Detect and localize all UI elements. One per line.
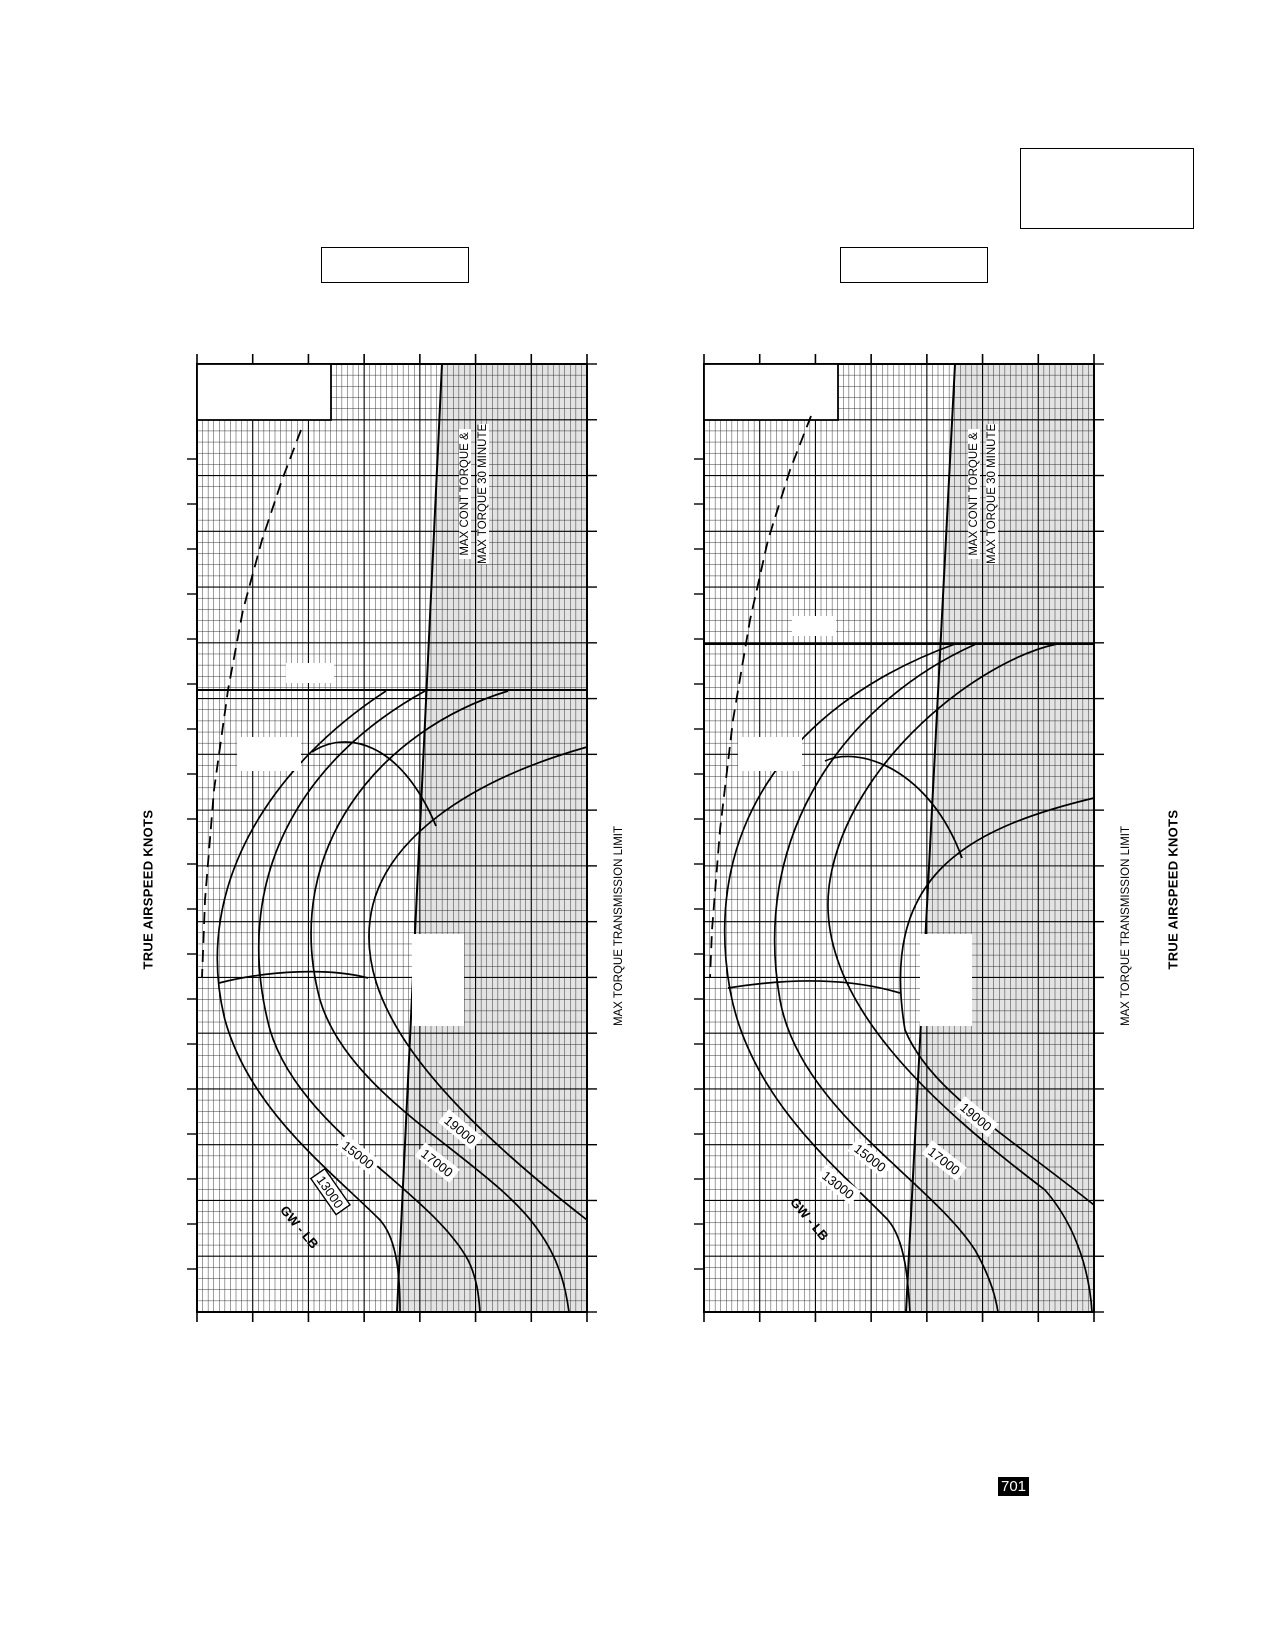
minor-grid — [704, 364, 1094, 1312]
axis-title-right: TRUE AIRSPEED KNOTS — [1165, 809, 1181, 970]
transmission-limit-line — [396, 363, 443, 1313]
transmission-limit-label-left: MAX TORQUE TRANSMISSION LIMIT — [613, 825, 625, 1026]
envelope-line-lower — [727, 980, 901, 994]
chart-frame — [196, 363, 588, 1313]
shaded-region — [397, 364, 587, 1312]
series-label-bg — [438, 1108, 483, 1151]
series-line-19000 — [368, 746, 588, 1221]
blank-area — [920, 934, 972, 1026]
series-label-bg — [309, 1167, 351, 1216]
series-line-15000 — [773, 643, 999, 1313]
series-line-13000 — [216, 690, 401, 1313]
thirty-minute-label-right: MAX TORQUE 30 MINUTE — [986, 423, 998, 564]
series-label-bg — [414, 1142, 460, 1183]
transmission-limit-line — [905, 363, 956, 1313]
series-line-17000 — [310, 690, 570, 1313]
corner-box — [703, 363, 839, 421]
max-cont-label-left: MAX CONT TORQUE & — [459, 429, 471, 559]
header-box-top-right — [1020, 148, 1194, 229]
header-box-right-chart — [840, 247, 988, 283]
blank-area — [286, 663, 334, 683]
blank-area — [792, 616, 836, 636]
header-box-left-chart — [321, 247, 469, 283]
axis-title-left: TRUE AIRSPEED KNOTS — [140, 809, 156, 970]
page-number: 701 — [998, 1477, 1030, 1496]
corner-box — [196, 363, 332, 421]
series-label-bg — [847, 1137, 893, 1178]
series-line-19000 — [899, 797, 1095, 1206]
transmission-limit-label-right: MAX TORQUE TRANSMISSION LIMIT — [1120, 825, 1132, 1026]
series-label-bg — [954, 1095, 999, 1138]
chart-frame — [703, 363, 1095, 1313]
series-label-bg — [921, 1140, 967, 1181]
blank-area — [412, 934, 464, 1026]
blank-area — [738, 737, 802, 771]
dashed-limit-line — [201, 429, 302, 979]
series-line-17000 — [827, 643, 1093, 1313]
blank-area — [237, 737, 301, 771]
series-line-15000 — [257, 690, 481, 1313]
series-label-bg — [815, 1164, 861, 1205]
minor-grid — [197, 364, 587, 1312]
envelope-line-env — [311, 741, 437, 827]
thirty-minute-label-left: MAX TORQUE 30 MINUTE — [477, 423, 489, 564]
envelope-line-lower — [218, 970, 369, 984]
max-cont-label-right: MAX CONT TORQUE & — [968, 429, 980, 559]
series-label-bg — [335, 1134, 381, 1175]
shaded-region — [906, 364, 1094, 1312]
series-line-13000 — [723, 643, 956, 1313]
envelope-line-env — [824, 755, 963, 859]
